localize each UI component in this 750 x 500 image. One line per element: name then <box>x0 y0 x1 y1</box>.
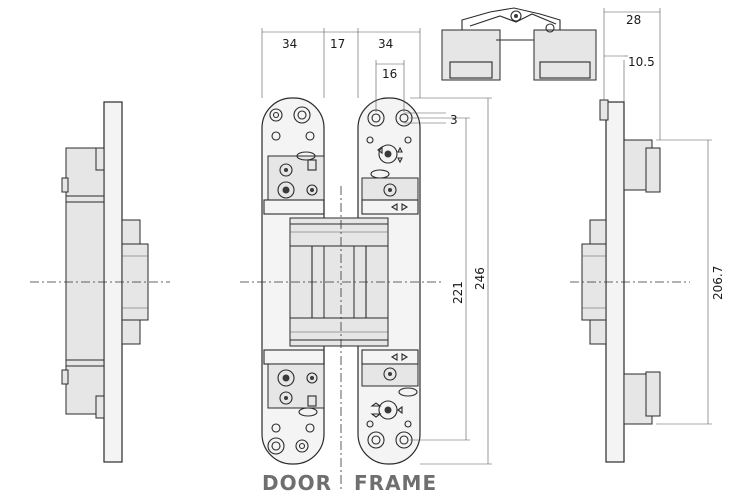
center-lines <box>30 186 690 490</box>
dim-gap: 17 <box>330 37 345 51</box>
door-label: DOOR <box>262 471 332 495</box>
dim-hole-spacing: 16 <box>382 67 397 81</box>
right-side-view <box>581 99 661 463</box>
dim-side-height: 206.7 <box>711 266 725 300</box>
dim-frame-width: 34 <box>378 37 393 51</box>
left-side-view <box>61 101 149 463</box>
dim-depth-total: 28 <box>626 13 641 27</box>
frame-label: FRAME <box>354 471 437 495</box>
dimension-lines <box>261 8 712 465</box>
dim-depth-step: 10.5 <box>628 55 655 69</box>
dim-hole-offset: 3 <box>450 113 458 127</box>
dim-inner-height: 221 <box>451 281 465 304</box>
frame-leaf <box>357 97 421 465</box>
dim-total-height: 246 <box>473 267 487 290</box>
dim-door-width: 34 <box>282 37 297 51</box>
top-view <box>441 7 597 81</box>
